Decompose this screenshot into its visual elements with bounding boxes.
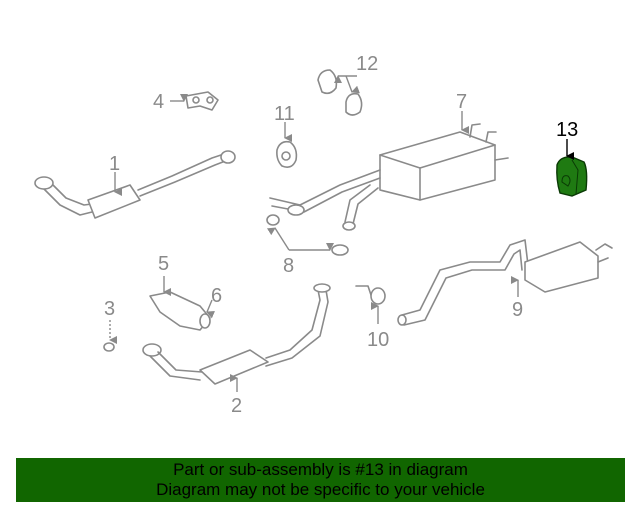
- part-7-muffler[interactable]: 7: [269, 91, 509, 231]
- callout-1: 1: [109, 153, 120, 175]
- exhaust-parts-diagram: 1 4 11 12 7: [34, 53, 613, 417]
- part-2-front-pipe[interactable]: 2: [142, 283, 331, 417]
- callout-3: 3: [104, 298, 115, 320]
- callout-11: 11: [274, 103, 295, 125]
- callout-6: 6: [211, 285, 222, 307]
- callout-12: 12: [356, 53, 378, 75]
- callout-8: 8: [283, 255, 294, 277]
- part-10-clamp[interactable]: 10: [355, 285, 389, 351]
- part-3-nut[interactable]: 3: [103, 298, 117, 352]
- part-9-tailpipe[interactable]: 9: [397, 239, 613, 326]
- banner-line-1: Part or sub-assembly is #13 in diagram: [173, 460, 468, 479]
- part-4-bracket[interactable]: 4: [153, 91, 219, 113]
- part-1-front-pipe[interactable]: 1: [34, 150, 236, 219]
- part-info-banner: Part or sub-assembly is #13 in diagram D…: [16, 458, 625, 502]
- banner-line-2: Diagram may not be specific to your vehi…: [156, 480, 485, 499]
- part-6-gasket[interactable]: 6: [199, 285, 222, 329]
- callout-9: 9: [512, 299, 523, 321]
- callout-4: 4: [153, 91, 164, 113]
- part-13-exhaust-hanger[interactable]: 13: [556, 119, 588, 197]
- callout-5: 5: [158, 253, 169, 275]
- callout-7: 7: [456, 91, 467, 113]
- callout-13: 13: [556, 119, 578, 141]
- callout-10: 10: [367, 329, 389, 351]
- part-11-hanger[interactable]: 11: [274, 103, 298, 168]
- part-8-gaskets[interactable]: 8: [266, 214, 349, 277]
- callout-2: 2: [231, 395, 242, 417]
- part-12-hangers[interactable]: 12: [317, 53, 378, 116]
